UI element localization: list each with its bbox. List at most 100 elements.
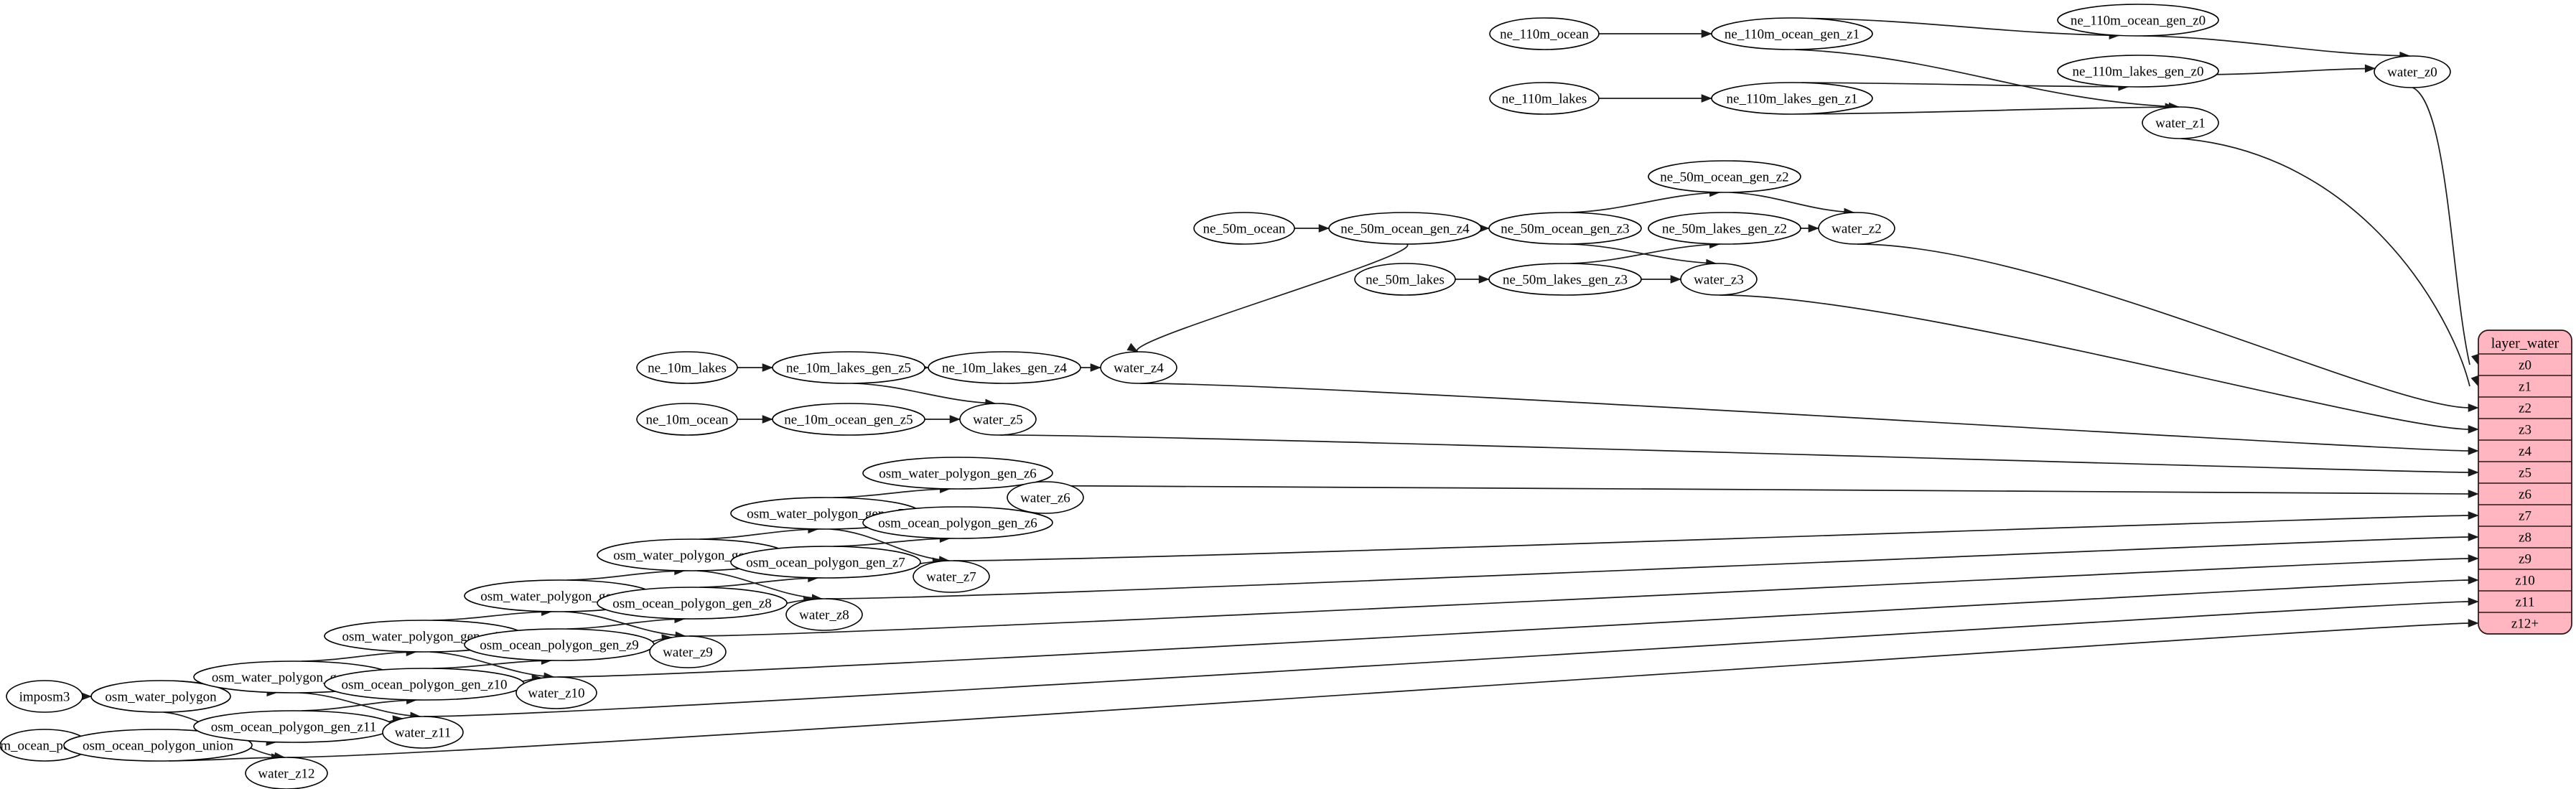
node-imposm3[interactable]: imposm3 (6, 680, 83, 713)
node-water_z7[interactable]: water_z7 (913, 560, 990, 593)
node-water_z10[interactable]: water_z10 (515, 676, 597, 709)
node-shape (1489, 17, 1600, 50)
node-water_z8[interactable]: water_z8 (785, 598, 863, 631)
table-row-z12+[interactable]: z12+ (2511, 617, 2539, 632)
node-osm_ocean_polygon_gen_z6[interactable]: osm_ocean_polygon_gen_z6 (862, 506, 1053, 539)
edge-ne_50m_lakes_gen_z3-to-ne_50m_lakes_gen_z2 (1569, 243, 1720, 264)
node-ne_10m_lakes_gen_z5[interactable]: ne_10m_lakes_gen_z5 (772, 351, 925, 384)
node-ne_110m_lakes[interactable]: ne_110m_lakes (1489, 82, 1600, 115)
edge-ne_50m_ocean_gen_z2-to-water_z2 (1729, 192, 1854, 213)
node-shape (928, 351, 1081, 384)
node-label: ne_10m_ocean (645, 413, 729, 428)
table-row-z3[interactable]: z3 (2519, 423, 2531, 438)
node-osm_ocean_polygon_gen_z10[interactable]: osm_ocean_polygon_gen_z10 (324, 668, 525, 701)
node-label: ne_110m_ocean_gen_z1 (1725, 27, 1859, 42)
node-osm_ocean_polygon_gen_z11[interactable]: osm_ocean_polygon_gen_z11 (193, 710, 394, 743)
node-shape (1711, 17, 1873, 50)
node-shape (862, 506, 1053, 539)
node-water_z12[interactable]: water_z12 (245, 757, 328, 789)
table-row-z4[interactable]: z4 (2519, 444, 2531, 459)
node-label: osm_ocean_polygon_gen_z9 (480, 638, 639, 653)
node-shape (1488, 212, 1642, 245)
node-label: ne_110m_ocean (1500, 27, 1589, 42)
node-water_z2[interactable]: water_z2 (1818, 212, 1895, 245)
node-label: ne_10m_lakes (648, 361, 727, 376)
table-row-z7[interactable]: z7 (2519, 509, 2531, 524)
edge-water_z12-to-layer_water-z12+ (287, 622, 2470, 758)
edge-ne_50m_ocean_gen_z4-to-water_z4 (1137, 243, 1409, 353)
node-label: ne_110m_lakes (1502, 92, 1587, 107)
node-label: water_z2 (1831, 222, 1882, 237)
node-water_z1[interactable]: water_z1 (2142, 106, 2219, 139)
node-osm_ocean_polygon_gen_z9[interactable]: osm_ocean_polygon_gen_z9 (464, 628, 655, 661)
node-water_z0[interactable]: water_z0 (2374, 55, 2451, 88)
edge-ne_50m_ocean_gen_z3-to-ne_50m_ocean_gen_z2 (1569, 192, 1720, 213)
table-row-z9[interactable]: z9 (2519, 552, 2531, 567)
node-label: water_z11 (395, 726, 451, 741)
table-row-z10[interactable]: z10 (2515, 574, 2534, 589)
node-ne_50m_ocean_gen_z4[interactable]: ne_50m_ocean_gen_z4 (1328, 212, 1482, 245)
node-ne_10m_lakes[interactable]: ne_10m_lakes (636, 351, 738, 384)
node-water_z5[interactable]: water_z5 (959, 403, 1037, 436)
node-label: osm_ocean_polygon_union (83, 739, 234, 754)
node-ne_110m_lakes_gen_z1[interactable]: ne_110m_lakes_gen_z1 (1711, 82, 1873, 115)
node-label: water_z5 (973, 413, 1023, 428)
node-water_z9[interactable]: water_z9 (649, 635, 727, 668)
node-osm_water_polygon[interactable]: osm_water_polygon (90, 680, 231, 713)
edge-arrowhead (2468, 533, 2479, 541)
node-osm_water_polygon_gen_z6[interactable]: osm_water_polygon_gen_z6 (862, 457, 1053, 490)
node-label: osm_water_polygon_gen_z10 (342, 630, 506, 645)
node-shape (2374, 55, 2451, 88)
node-osm_ocean_polygon_union[interactable]: osm_ocean_polygon_union (63, 729, 253, 762)
node-ne_110m_ocean_gen_z1[interactable]: ne_110m_ocean_gen_z1 (1711, 17, 1873, 50)
node-ne_110m_ocean[interactable]: ne_110m_ocean (1489, 17, 1600, 50)
node-osm_ocean_polygon_gen_z7[interactable]: osm_ocean_polygon_gen_z7 (730, 546, 921, 579)
node-label: water_z10 (528, 686, 584, 701)
edge-water_z9-to-layer_water-z9 (689, 558, 2470, 637)
node-ne_10m_ocean[interactable]: ne_10m_ocean (636, 403, 738, 436)
node-ne_50m_ocean_gen_z2[interactable]: ne_50m_ocean_gen_z2 (1648, 160, 1801, 193)
edge-arrowhead (1318, 224, 1330, 233)
node-shape (1100, 351, 1177, 384)
table-row-z2[interactable]: z2 (2519, 401, 2531, 416)
node-shape (1328, 212, 1482, 245)
node-water_z11[interactable]: water_z11 (382, 716, 464, 749)
table-title: layer_water (2491, 336, 2559, 352)
node-ne_50m_lakes_gen_z2[interactable]: ne_50m_lakes_gen_z2 (1648, 212, 1801, 245)
table-row-z8[interactable]: z8 (2519, 531, 2531, 546)
node-shape (862, 457, 1053, 490)
edge-water_z10-to-layer_water-z10 (557, 579, 2470, 678)
edge-arrowhead (2364, 64, 2376, 73)
node-osm_ocean_polygon_gen_z8[interactable]: osm_ocean_polygon_gen_z8 (597, 587, 788, 620)
table-row-z1[interactable]: z1 (2519, 380, 2531, 395)
node-shape (1007, 481, 1084, 514)
edge-arrowhead (2468, 511, 2479, 520)
node-ne_10m_ocean_gen_z5[interactable]: ne_10m_ocean_gen_z5 (772, 403, 925, 436)
node-ne_110m_lakes_gen_z0[interactable]: ne_110m_lakes_gen_z0 (2057, 55, 2219, 88)
node-water_z4[interactable]: water_z4 (1100, 351, 1177, 384)
node-ne_50m_lakes_gen_z3[interactable]: ne_50m_lakes_gen_z3 (1488, 263, 1642, 296)
node-label: osm_ocean_polygon_gen_z6 (878, 516, 1037, 531)
node-label: osm_water_polygon_gen_z7 (747, 507, 905, 522)
node-ne_50m_lakes[interactable]: ne_50m_lakes (1354, 263, 1456, 296)
node-label: water_z9 (663, 645, 713, 660)
edge-arrowhead (2468, 597, 2479, 606)
node-ne_110m_ocean_gen_z0[interactable]: ne_110m_ocean_gen_z0 (2057, 4, 2219, 37)
table-row-z0[interactable]: z0 (2519, 358, 2531, 373)
node-ne_10m_lakes_gen_z4[interactable]: ne_10m_lakes_gen_z4 (928, 351, 1081, 384)
table-body (2478, 330, 2572, 635)
node-shape (730, 546, 921, 579)
node-water_z6[interactable]: water_z6 (1007, 481, 1084, 514)
edge-osm_water_polygon_gen_z9-to-osm_water_polygon_gen_z8 (566, 570, 685, 581)
node-label: water_z3 (1694, 273, 1744, 288)
node-ne_50m_ocean[interactable]: ne_50m_ocean (1193, 212, 1295, 245)
table-row-z11[interactable]: z11 (2516, 595, 2535, 610)
node-label: osm_ocean_polygon_gen_z7 (746, 556, 905, 571)
node-label: water_z6 (1020, 491, 1070, 506)
table-row-z5[interactable]: z5 (2519, 466, 2531, 481)
node-ne_50m_ocean_gen_z3[interactable]: ne_50m_ocean_gen_z3 (1488, 212, 1642, 245)
node-water_z3[interactable]: water_z3 (1680, 263, 1758, 296)
table-row-z6[interactable]: z6 (2519, 487, 2531, 503)
edge-arrowhead (2468, 468, 2479, 477)
node-shape (90, 680, 231, 713)
